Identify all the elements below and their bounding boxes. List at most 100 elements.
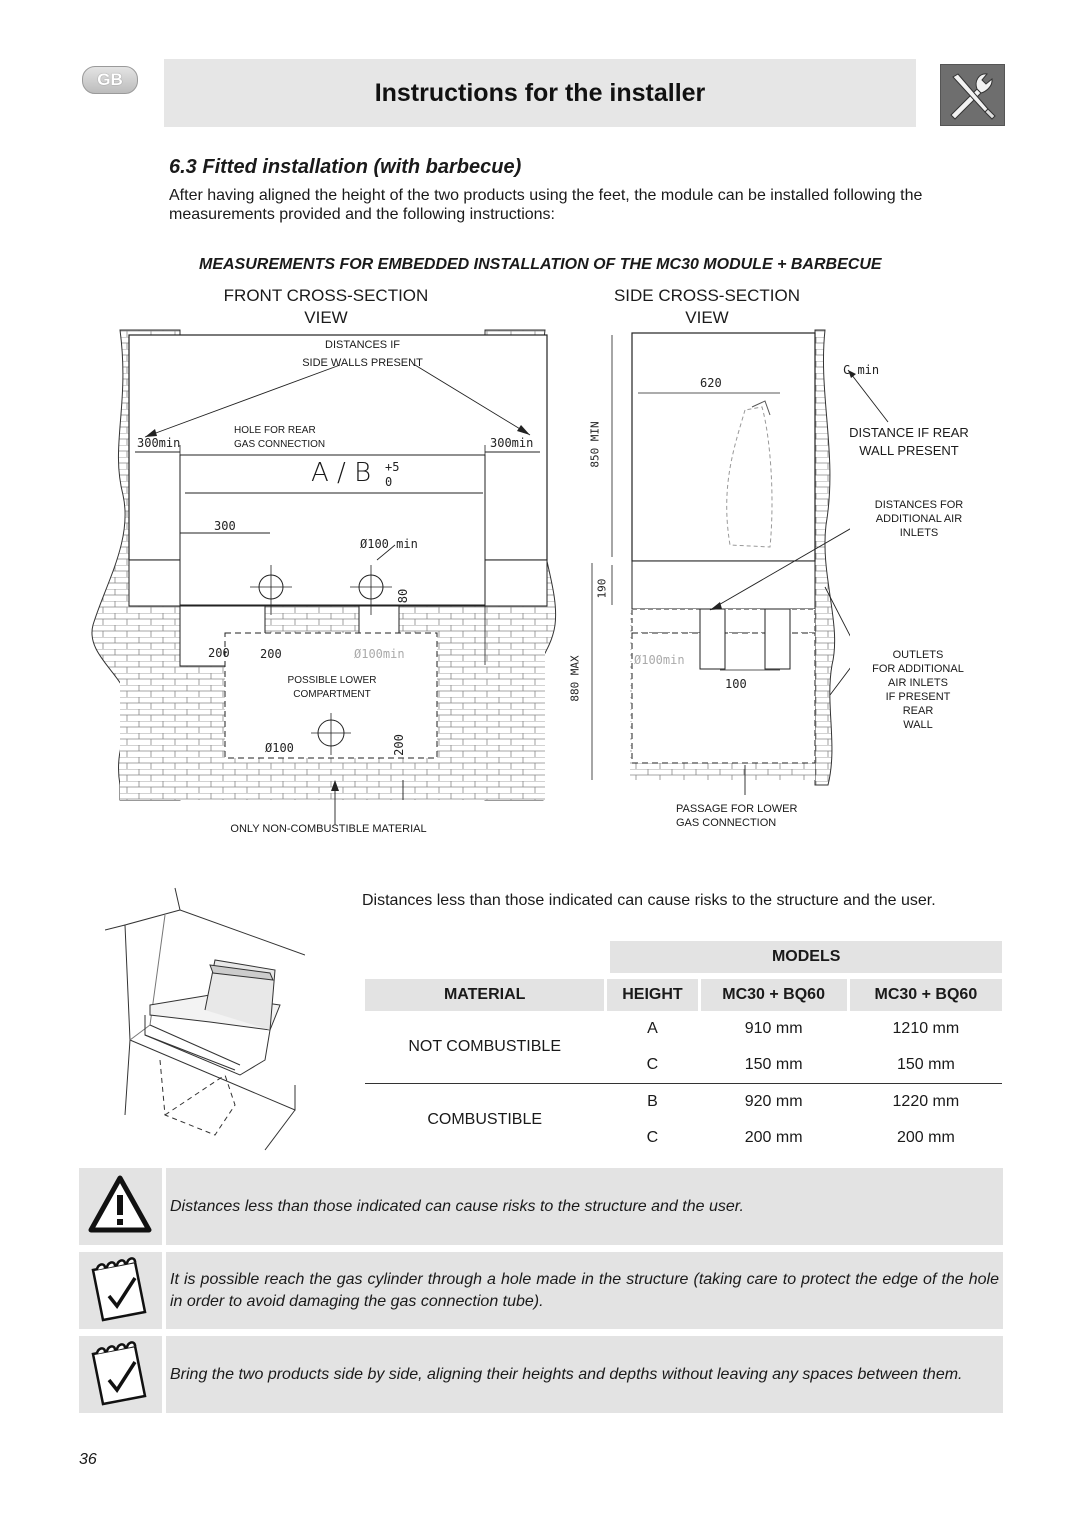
outlets-line2: FOR ADDITIONAL	[872, 663, 964, 675]
model-2-header: MC30 + BQ60	[849, 979, 1002, 1011]
section-title: 6.3 Fitted installation (with barbecue)	[169, 156, 522, 178]
dim-80: 80	[396, 588, 411, 604]
passage-line1: PASSAGE FOR LOWER	[676, 803, 798, 815]
note-1-icon-box	[79, 1168, 162, 1245]
height-cell: C	[646, 1056, 659, 1073]
front-cross-section-diagram	[91, 329, 557, 825]
dim-ab: A / B	[311, 458, 372, 488]
air-inlets-line1: DISTANCES FOR	[874, 499, 964, 511]
note-3-icon-box	[79, 1336, 162, 1413]
c-min-leader	[847, 369, 889, 423]
dim-880-max: 880 MAX	[568, 655, 582, 702]
intro-paragraph: After having aligned the height of the t…	[169, 187, 923, 223]
dim-300: 300	[214, 519, 236, 533]
note-1-text: Distances less than those indicated can …	[170, 1197, 744, 1215]
dim-c-min: C min	[843, 363, 880, 377]
page-number: 36	[79, 1451, 97, 1468]
value-cell: 1220 mm	[892, 1093, 960, 1110]
language-badge: GB	[82, 66, 138, 94]
outlets-label: OUTLETS FOR ADDITIONAL AIR INLETS IF PRE…	[856, 648, 980, 732]
front-view-title-line2: VIEW	[304, 308, 348, 327]
side-view-title-line1: SIDE CROSS-SECTION	[613, 286, 801, 305]
dim-850-min: 850 MIN	[588, 421, 602, 468]
height-cell: B	[647, 1093, 658, 1110]
material-cell: COMBUSTIBLE	[427, 1111, 543, 1128]
dim-left-300min: 300min	[137, 436, 181, 450]
side-walls-label: DISTANCES IF	[300, 338, 425, 352]
passage-gas-label: PASSAGE FOR LOWER GAS CONNECTION	[676, 802, 797, 830]
lower-compartment-line2: COMPARTMENT	[293, 689, 371, 700]
air-inlets-line3: INLETS	[899, 527, 939, 539]
table-row: NOT COMBUSTIBLE A 910 mm 1210 mm	[365, 1011, 1002, 1055]
side-walls-label-2: SIDE WALLS PRESENT	[302, 357, 423, 369]
side-cross-section-diagram	[591, 329, 850, 795]
side-view-title-line2: VIEW	[685, 308, 729, 327]
height-header: HEIGHT	[607, 979, 698, 1011]
non-combustible-label: ONLY NON-COMBUSTIBLE MATERIAL	[230, 823, 427, 835]
dim-100min-side: Ø100min	[634, 653, 685, 667]
installation-spec-table: MODELS MATERIAL HEIGHT MC30 + BQ60 MC30 …	[362, 941, 1005, 1156]
measurements-heading: MEASUREMENTS FOR EMBEDDED INSTALLATION O…	[199, 256, 882, 273]
note-2-text: It is possible reach the gas cylinder th…	[170, 1270, 999, 1310]
dim-200c: 200	[391, 734, 406, 756]
value-cell: 200 mm	[744, 1129, 803, 1146]
rear-wall-distance-label: DISTANCE IF REAR WALL PRESENT	[836, 424, 982, 460]
value-cell: 150 mm	[744, 1056, 803, 1073]
wrench-screwdriver-icon	[940, 64, 1005, 126]
distance-warning-text: Distances less than those indicated can …	[362, 892, 936, 909]
value-cell: 150 mm	[896, 1056, 955, 1073]
value-cell: 910 mm	[744, 1020, 803, 1037]
hole-rear-gas-label: HOLE FOR REAR GAS CONNECTION	[234, 424, 325, 452]
dim-tol-zero: 0	[385, 475, 393, 489]
height-cell: C	[646, 1129, 659, 1146]
lower-compartment-label: POSSIBLE LOWER COMPARTMENT	[270, 674, 394, 702]
outlets-line4: IF PRESENT	[885, 691, 951, 703]
hole-rear-gas-line2: GAS CONNECTION	[234, 439, 326, 450]
material-header: MATERIAL	[365, 979, 605, 1011]
table-corner	[365, 941, 604, 973]
note-2-icon-box	[79, 1252, 162, 1329]
dim-tol-plus: +5	[385, 460, 400, 474]
notepad-check-icon	[91, 1257, 147, 1322]
rear-wall-line1: DISTANCE IF REAR	[849, 425, 969, 440]
table-row: COMBUSTIBLE B 920 mm 1220 mm	[365, 1084, 1002, 1128]
dim-100min: Ø100 min	[360, 537, 418, 551]
outlets-line5: REAR	[902, 705, 934, 717]
front-view-title: FRONT CROSS-SECTION VIEW	[196, 285, 456, 329]
dim-100min-b: Ø100min	[354, 647, 405, 661]
dim-620: 620	[700, 376, 722, 390]
dim-190: 190	[595, 578, 609, 599]
side-view-title: SIDE CROSS-SECTION VIEW	[577, 285, 837, 329]
dim-200b: 200	[260, 647, 282, 661]
dim-100: Ø100	[265, 741, 294, 755]
passage-line2: GAS CONNECTION	[676, 817, 777, 829]
front-view-title-line1: FRONT CROSS-SECTION	[223, 286, 429, 305]
side-walls-label-line1: DISTANCES IF	[325, 339, 400, 351]
outlets-line6: WALL	[903, 719, 933, 731]
dim-right-300min: 300min	[490, 436, 534, 450]
header-bar: Instructions for the installer	[164, 59, 916, 127]
material-cell: NOT COMBUSTIBLE	[408, 1038, 561, 1055]
notepad-check-icon	[91, 1341, 147, 1406]
outlets-line3: AIR INLETS	[888, 677, 948, 689]
dim-200a: 200	[208, 646, 230, 660]
height-cell: A	[647, 1020, 658, 1037]
hole-rear-gas-line1: HOLE FOR REAR	[234, 425, 316, 436]
air-inlets-distance-label: DISTANCES FOR ADDITIONAL AIR INLETS	[856, 498, 982, 540]
warning-triangle-icon	[88, 1175, 152, 1233]
page-title: Instructions for the installer	[374, 78, 706, 107]
models-header: MODELS	[607, 941, 1002, 973]
air-inlets-line2: ADDITIONAL AIR	[875, 513, 963, 525]
table-row: C 200 mm 200 mm	[365, 1120, 1002, 1156]
note-1: Distances less than those indicated can …	[166, 1168, 1003, 1245]
value-cell: 200 mm	[896, 1129, 955, 1146]
rear-wall-line2: WALL PRESENT	[859, 443, 959, 458]
model-1-header: MC30 + BQ60	[700, 979, 847, 1011]
note-3-text: Bring the two products side by side, ali…	[170, 1365, 963, 1383]
note-3: Bring the two products side by side, ali…	[166, 1336, 1003, 1413]
value-cell: 920 mm	[744, 1093, 803, 1110]
installation-sketch	[105, 887, 305, 1151]
dim-100-side: 100	[725, 677, 747, 691]
lower-compartment-line1: POSSIBLE LOWER	[287, 675, 377, 686]
table-divider	[365, 1083, 1002, 1084]
